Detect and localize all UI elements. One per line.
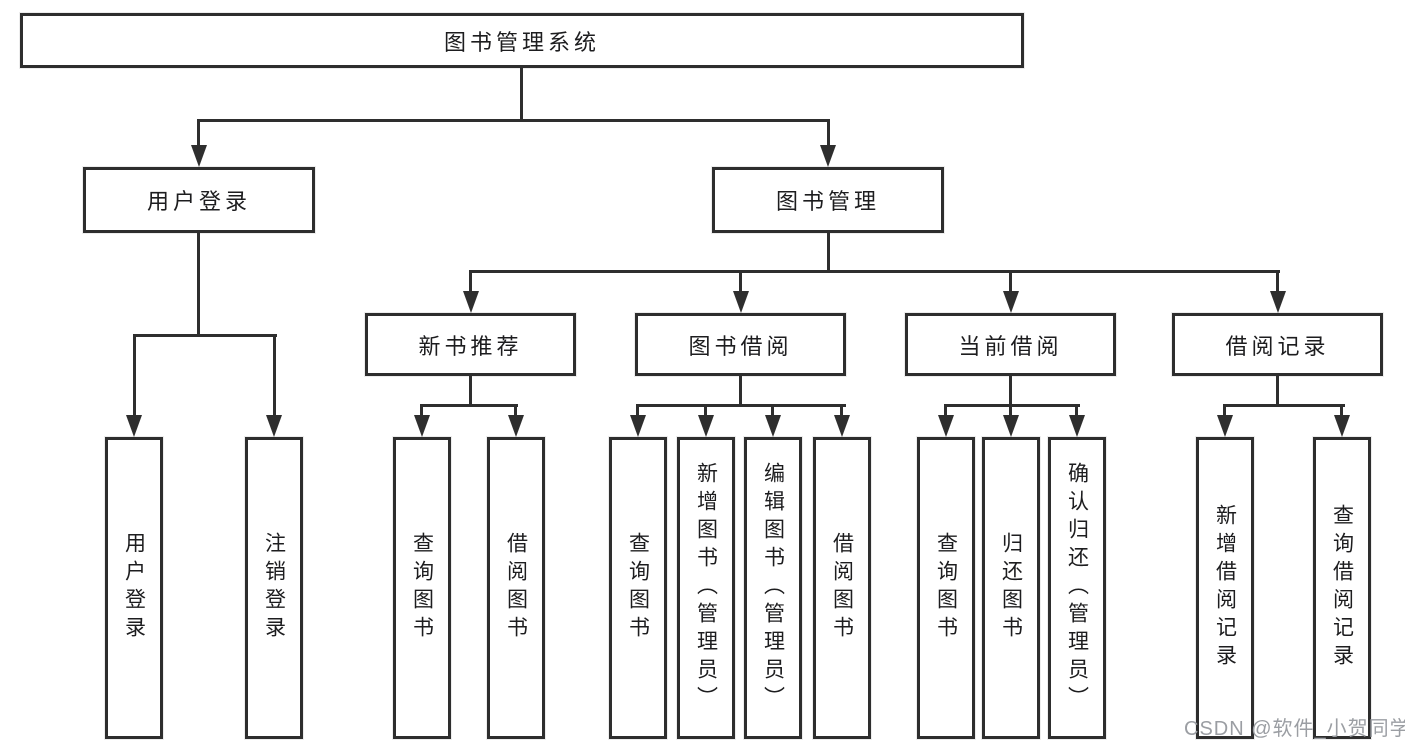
arrowhead-down-icon xyxy=(414,415,430,437)
connector-stub xyxy=(420,404,423,416)
arrowhead-down-icon xyxy=(834,415,850,437)
node-current-borrowing: 当前借阅 xyxy=(905,313,1116,376)
connector-stub xyxy=(469,270,472,293)
arrowhead-down-icon xyxy=(1003,415,1019,437)
connector-stub xyxy=(771,404,774,416)
connector-user-login-rail xyxy=(133,334,277,337)
connector-stub xyxy=(840,404,843,416)
arrowhead-down-icon xyxy=(630,415,646,437)
connector-book-borrowing-rail xyxy=(636,404,846,407)
leaf-newbook-borrow-books: 借阅图书 xyxy=(487,437,545,739)
leaf-label: 新增借阅记录 xyxy=(1213,504,1237,672)
leaf-label: 注销登录 xyxy=(262,532,286,644)
leaf-records-add-borrow-record: 新增借阅记录 xyxy=(1196,437,1254,739)
arrowhead-down-icon xyxy=(463,291,479,313)
connector-stub xyxy=(133,334,136,416)
connector-stub xyxy=(1009,404,1012,416)
connector-stub xyxy=(1075,404,1078,416)
connector-user-login-stem xyxy=(197,233,200,336)
arrowhead-down-icon xyxy=(1217,415,1233,437)
connector-stub xyxy=(197,119,200,147)
node-book-management: 图书管理 xyxy=(712,167,944,233)
node-library-management-system: 图书管理系统 xyxy=(20,13,1024,68)
arrowhead-down-icon xyxy=(765,415,781,437)
connector-stub xyxy=(273,334,276,416)
connector-new-book-rail xyxy=(420,404,518,407)
arrowhead-down-icon xyxy=(1003,291,1019,313)
connector-current-borrowing-stem xyxy=(1009,376,1012,407)
connector-current-borrowing-rail xyxy=(944,404,1080,407)
leaf-label: 新增图书（管理员） xyxy=(694,462,718,714)
leaf-label: 查询借阅记录 xyxy=(1330,504,1354,672)
leaf-current-confirm-return-admin: 确认归还（管理员） xyxy=(1048,437,1106,739)
arrowhead-down-icon xyxy=(1069,415,1085,437)
csdn-watermark: CSDN @软件_小贺同学 xyxy=(1184,718,1405,740)
leaf-label: 借阅图书 xyxy=(504,532,528,644)
leaf-current-query-books: 查询图书 xyxy=(917,437,975,739)
leaf-label: 借阅图书 xyxy=(830,532,854,644)
leaf-records-query-borrow-record: 查询借阅记录 xyxy=(1313,437,1371,739)
connector-book-management-stem xyxy=(827,233,830,272)
leaf-current-return-books: 归还图书 xyxy=(982,437,1040,739)
arrowhead-down-icon xyxy=(508,415,524,437)
connector-stub xyxy=(944,404,947,416)
node-new-book-recommendation: 新书推荐 xyxy=(365,313,576,376)
leaf-borrowing-query-books: 查询图书 xyxy=(609,437,667,739)
leaf-borrowing-borrow-books: 借阅图书 xyxy=(813,437,871,739)
arrowhead-down-icon xyxy=(266,415,282,437)
arrowhead-down-icon xyxy=(1270,291,1286,313)
leaf-label: 用户登录 xyxy=(122,532,146,644)
leaf-label: 确认归还（管理员） xyxy=(1065,462,1089,714)
leaf-label: 查询图书 xyxy=(410,532,434,644)
connector-root-stem xyxy=(520,68,523,121)
connector-borrowing-records-stem xyxy=(1276,376,1279,407)
connector-stub xyxy=(514,404,517,416)
arrowhead-down-icon xyxy=(733,291,749,313)
connector-stub xyxy=(1276,270,1279,293)
leaf-logout: 注销登录 xyxy=(245,437,303,739)
connector-stub xyxy=(704,404,707,416)
connector-book-borrowing-stem xyxy=(739,376,742,407)
connector-stub xyxy=(1223,404,1226,416)
connector-new-book-stem xyxy=(469,376,472,407)
arrowhead-down-icon xyxy=(126,415,142,437)
leaf-label: 归还图书 xyxy=(999,532,1023,644)
leaf-borrowing-add-books-admin: 新增图书（管理员） xyxy=(677,437,735,739)
connector-stub xyxy=(827,119,830,147)
connector-level2-rail xyxy=(197,119,830,122)
arrowhead-down-icon xyxy=(1334,415,1350,437)
connector-stub xyxy=(1340,404,1343,416)
arrowhead-down-icon xyxy=(698,415,714,437)
connector-stub xyxy=(739,270,742,293)
arrowhead-down-icon xyxy=(191,145,207,167)
leaf-label: 编辑图书（管理员） xyxy=(761,462,785,714)
arrowhead-down-icon xyxy=(820,145,836,167)
node-user-login: 用户登录 xyxy=(83,167,315,233)
node-borrowing-records: 借阅记录 xyxy=(1172,313,1383,376)
leaf-newbook-query-books: 查询图书 xyxy=(393,437,451,739)
connector-stub xyxy=(1009,270,1012,293)
leaf-label: 查询图书 xyxy=(934,532,958,644)
leaf-user-login: 用户登录 xyxy=(105,437,163,739)
connector-borrowing-records-rail xyxy=(1223,404,1345,407)
leaf-borrowing-edit-books-admin: 编辑图书（管理员） xyxy=(744,437,802,739)
connector-stub xyxy=(636,404,639,416)
connector-level3-rail xyxy=(469,270,1280,273)
node-book-borrowing: 图书借阅 xyxy=(635,313,846,376)
arrowhead-down-icon xyxy=(938,415,954,437)
leaf-label: 查询图书 xyxy=(626,532,650,644)
